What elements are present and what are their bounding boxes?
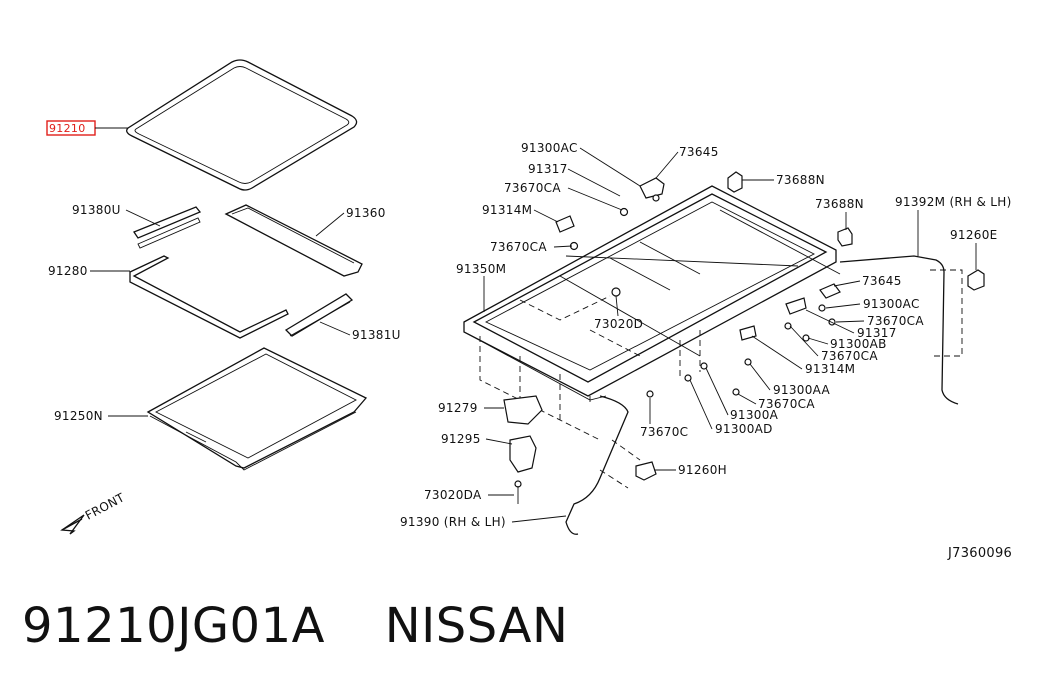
part-caption: 91210JG01A NISSAN — [22, 598, 568, 662]
label-91300AD[interactable]: 91300AD — [715, 422, 773, 436]
front-label: FRONT — [83, 490, 127, 522]
glass-seal-ring — [126, 59, 358, 191]
label-73688N-right[interactable]: 73688N — [815, 197, 864, 211]
label-91380U[interactable]: 91380U — [72, 203, 121, 217]
label-91300AC-top[interactable]: 91300AC — [521, 141, 578, 155]
front-direction-arrow: FRONT — [60, 490, 127, 535]
label-73670CA-top[interactable]: 73670CA — [504, 181, 561, 195]
label-91314M-bottom[interactable]: 91314M — [805, 362, 855, 376]
label-91279[interactable]: 91279 — [438, 401, 478, 415]
label-73670CA-bottom[interactable]: 73670CA — [758, 397, 815, 411]
label-73020D[interactable]: 73020D — [594, 317, 643, 331]
label-73688N-top[interactable]: 73688N — [776, 173, 825, 187]
label-91300AC-right[interactable]: 91300AC — [863, 297, 920, 311]
label-91250N[interactable]: 91250N — [54, 409, 103, 423]
label-91390[interactable]: 91390 (RH & LH) — [400, 515, 506, 529]
label-91317-top[interactable]: 91317 — [528, 162, 568, 176]
sunroof-parts-diagram: 91210 — [46, 59, 1012, 561]
label-91280[interactable]: 91280 — [48, 264, 88, 278]
label-73020DA[interactable]: 73020DA — [424, 488, 482, 502]
label-91300AB[interactable]: 91300AB — [830, 337, 887, 351]
reference-code: J7360096 — [947, 546, 1012, 561]
label-91350M[interactable]: 91350M — [456, 262, 506, 276]
label-73670CA-right1[interactable]: 73670CA — [867, 314, 924, 328]
label-73670CA-right2[interactable]: 73670CA — [821, 349, 878, 363]
label-91392M[interactable]: 91392M (RH & LH) — [895, 195, 1012, 209]
label-91381U[interactable]: 91381U — [352, 328, 401, 342]
part-number: 91210JG01A — [22, 598, 325, 654]
label-73670C[interactable]: 73670C — [640, 425, 688, 439]
label-73645-right[interactable]: 73645 — [862, 274, 902, 288]
label-91314M-top[interactable]: 91314M — [482, 203, 532, 217]
drain-hose-rear — [839, 255, 959, 405]
label-91300AA[interactable]: 91300AA — [773, 383, 831, 397]
label-91210[interactable]: 91210 — [49, 122, 86, 135]
glass-panel-group — [129, 204, 363, 339]
label-73670CA-left[interactable]: 73670CA — [490, 240, 547, 254]
drain-hose-front — [565, 395, 629, 535]
label-91260H[interactable]: 91260H — [678, 463, 727, 477]
sunshade — [146, 347, 368, 471]
brand-name: NISSAN — [384, 598, 569, 654]
label-91300A[interactable]: 91300A — [730, 408, 779, 422]
small-parts — [503, 171, 985, 504]
sunroof-frame — [463, 185, 841, 441]
label-91260E[interactable]: 91260E — [950, 228, 998, 242]
label-91295[interactable]: 91295 — [441, 432, 481, 446]
label-91360[interactable]: 91360 — [346, 206, 386, 220]
label-73645-top[interactable]: 73645 — [679, 145, 719, 159]
label-91317-right[interactable]: 91317 — [857, 326, 897, 340]
